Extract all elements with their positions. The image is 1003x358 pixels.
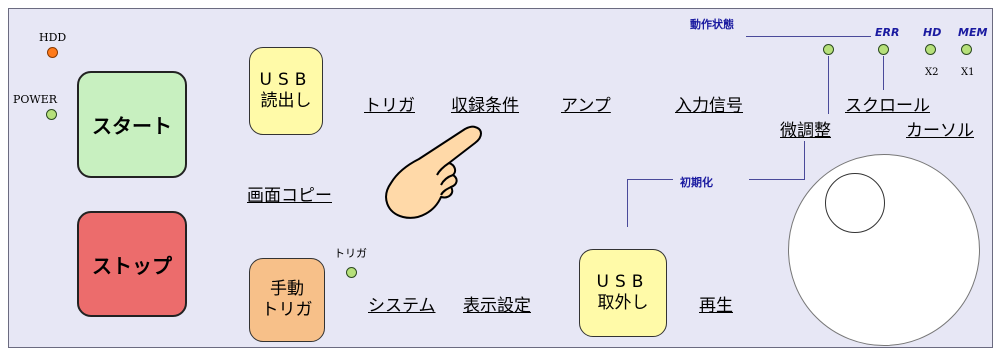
x1-label: X1 — [961, 67, 975, 78]
status-line — [746, 36, 871, 37]
status-led-1 — [823, 44, 834, 55]
initialize-label: 初期化 — [680, 176, 713, 189]
usb-read-line1: USB — [259, 69, 313, 90]
stop-button[interactable]: ストップ — [77, 211, 187, 317]
initialize-line-right — [749, 179, 804, 180]
hd-led — [925, 44, 936, 55]
input-signal-link[interactable]: 入力信号 — [675, 96, 743, 116]
amp-link[interactable]: アンプ — [561, 96, 611, 116]
usb-read-button[interactable]: USB 読出し — [249, 47, 323, 135]
manual-trigger-line1: 手動 — [270, 278, 304, 299]
jog-dial-knob[interactable] — [825, 173, 885, 233]
recording-conditions-link[interactable]: 収録条件 — [451, 96, 519, 116]
scroll-connector — [883, 56, 884, 90]
err-label: ERR — [875, 26, 900, 39]
jog-dial[interactable] — [788, 154, 980, 346]
mem-label: MEM — [958, 26, 988, 39]
display-settings-link[interactable]: 表示設定 — [463, 296, 531, 316]
power-label: POWER — [13, 93, 58, 106]
hd-label: HD — [923, 26, 942, 39]
trigger-led-label: トリガ — [334, 247, 367, 260]
stop-button-label: ストップ — [92, 253, 172, 278]
scroll-link[interactable]: スクロール — [845, 96, 930, 116]
trigger-led — [346, 267, 357, 278]
hdd-led — [47, 47, 58, 58]
hdd-label: HDD — [39, 31, 67, 44]
trigger-link[interactable]: トリガ — [364, 96, 415, 116]
x2-label: X2 — [925, 67, 939, 78]
initialize-line-down — [627, 179, 628, 227]
start-button-label: スタート — [92, 114, 172, 138]
operation-status-label: 動作状態 — [690, 18, 734, 31]
pointing-hand-icon — [385, 125, 482, 219]
start-button[interactable]: スタート — [77, 71, 187, 178]
usb-eject-line2: 取外し — [597, 293, 649, 313]
control-panel: HDD POWER スタート ストップ USB 読出し トリガ 収録条件 アンプ… — [8, 8, 993, 348]
err-led — [878, 44, 889, 55]
fine-adjust-link[interactable]: 微調整 — [780, 121, 831, 141]
cursor-link[interactable]: カーソル — [906, 121, 974, 141]
mem-led — [961, 44, 972, 55]
system-link[interactable]: システム — [368, 296, 436, 316]
initialize-line-left — [627, 179, 673, 180]
fine-adjust-connector — [828, 56, 829, 114]
usb-eject-line1: USB — [596, 271, 650, 292]
manual-trigger-line2: トリガ — [261, 300, 313, 320]
usb-eject-button[interactable]: USB 取外し — [579, 249, 667, 337]
playback-link[interactable]: 再生 — [699, 296, 733, 316]
initialize-line-up — [804, 141, 805, 180]
usb-read-line2: 読出し — [260, 91, 312, 111]
manual-trigger-button[interactable]: 手動 トリガ — [249, 258, 325, 342]
power-led — [46, 109, 57, 120]
screen-copy-link[interactable]: 画面コピー — [247, 186, 332, 206]
